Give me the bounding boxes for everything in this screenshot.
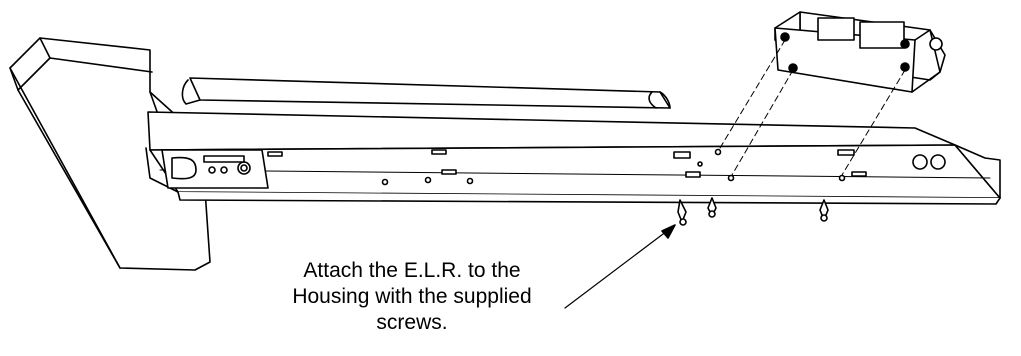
callout-text: Attach the E.L.R. to the Housing with th… [262, 258, 562, 336]
screw [819, 199, 829, 222]
screw [707, 197, 717, 218]
push-rail [181, 77, 671, 109]
callout-line: Housing with the supplied [292, 285, 532, 308]
alignment-lines [719, 39, 906, 176]
housing-channel [145, 111, 1001, 205]
callout-line: Attach the E.L.R. to the [303, 259, 521, 282]
elr-module [774, 11, 946, 93]
callout-line: screws. [376, 311, 448, 334]
screw [677, 199, 687, 226]
leader-arrow [564, 224, 676, 309]
